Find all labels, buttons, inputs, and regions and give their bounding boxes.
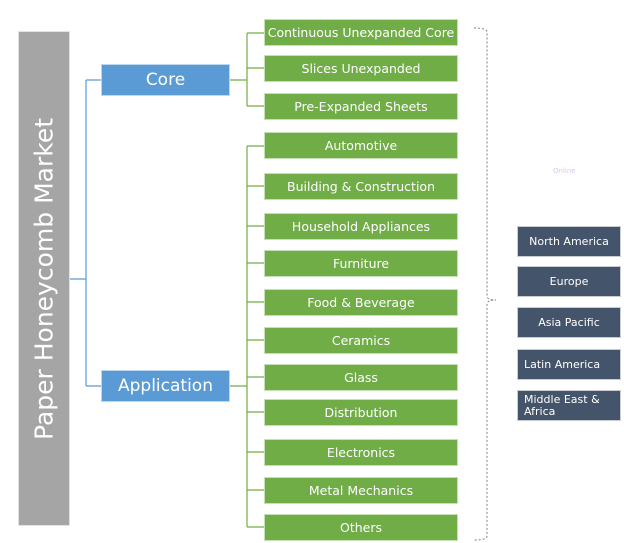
region-middle-east-africa: Middle East & Africa bbox=[517, 390, 621, 421]
region-asia-pacific: Asia Pacific bbox=[517, 307, 621, 338]
region-europe: Europe bbox=[517, 266, 621, 297]
leaf-electronics: Electronics bbox=[264, 439, 458, 466]
application-connector bbox=[230, 145, 264, 528]
core-connector bbox=[230, 32, 264, 107]
leaf-continuous-unexpanded-core: Continuous Unexpanded Core bbox=[264, 19, 458, 46]
category-application: Application bbox=[101, 370, 230, 402]
watermark: Online bbox=[553, 167, 576, 175]
leaf-pre-expanded-sheets: Pre-Expanded Sheets bbox=[264, 93, 458, 120]
root-node: Paper Honeycomb Market bbox=[18, 31, 70, 526]
leaf-distribution: Distribution bbox=[264, 399, 458, 426]
leaf-furniture: Furniture bbox=[264, 250, 458, 277]
root-connector bbox=[70, 79, 101, 387]
region-north-america: North America bbox=[517, 226, 621, 257]
leaf-food-beverage: Food & Beverage bbox=[264, 289, 458, 316]
region-latin-america: Latin America bbox=[517, 349, 621, 380]
bracket bbox=[473, 27, 497, 541]
leaf-household-appliances: Household Appliances bbox=[264, 213, 458, 240]
leaf-ceramics: Ceramics bbox=[264, 327, 458, 354]
leaf-metal-mechanics: Metal Mechanics bbox=[264, 477, 458, 504]
leaf-building-construction: Building & Construction bbox=[264, 173, 458, 200]
root-label: Paper Honeycomb Market bbox=[29, 117, 59, 440]
leaf-automotive: Automotive bbox=[264, 132, 458, 159]
leaf-glass: Glass bbox=[264, 364, 458, 391]
leaf-others: Others bbox=[264, 514, 458, 541]
category-core: Core bbox=[101, 64, 230, 96]
leaf-slices-unexpanded: Slices Unexpanded bbox=[264, 55, 458, 82]
